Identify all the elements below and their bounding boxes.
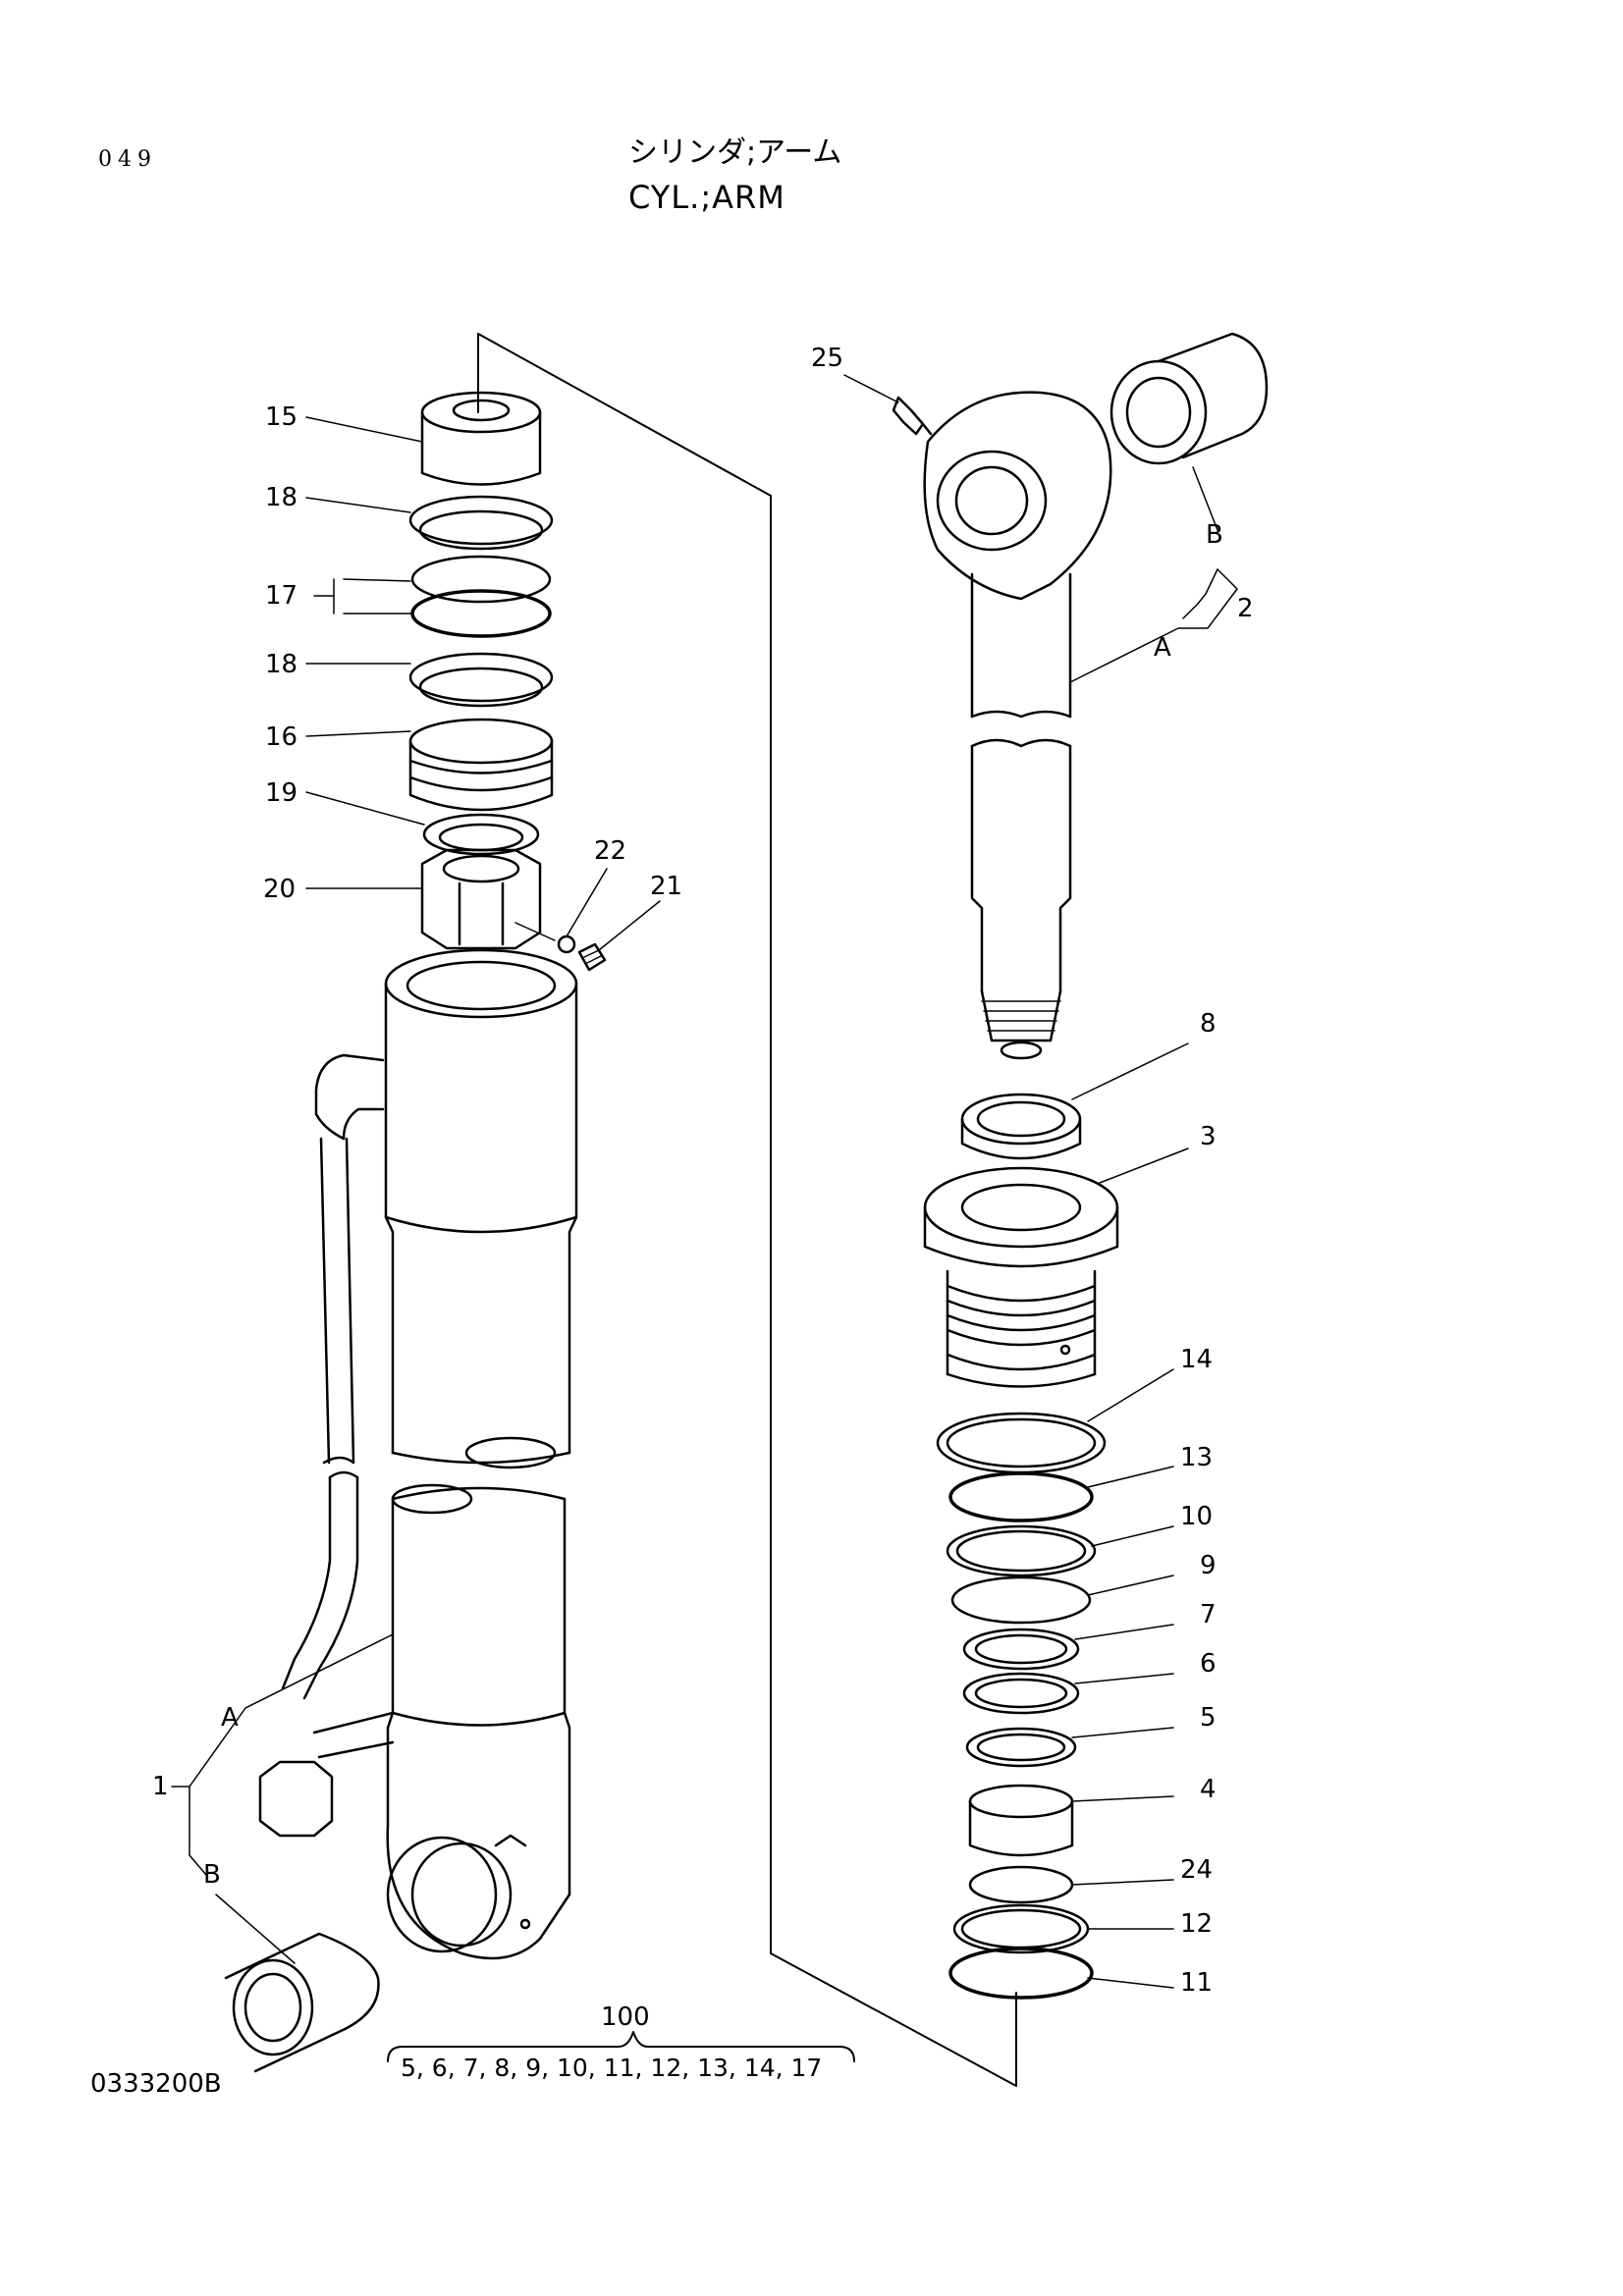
callout-4: 4: [1200, 1775, 1217, 1804]
ring-part-24: [970, 1867, 1072, 1902]
callout-22: 22: [594, 836, 627, 866]
callout-13: 13: [1180, 1443, 1214, 1472]
callout-18-lower: 18: [265, 650, 298, 679]
cylinder-tube: [386, 950, 576, 1958]
callout-3: 3: [1200, 1122, 1217, 1151]
grease-fitting-part-25: [893, 398, 931, 434]
callout-11: 11: [1180, 1968, 1214, 1998]
ring-part-18-upper: [410, 497, 552, 549]
callout-5: 5: [1200, 1703, 1217, 1733]
ring-part-11: [950, 1949, 1092, 1998]
bushing-1B: [226, 1934, 379, 2071]
ring-part-19: [424, 815, 538, 854]
drawing-number: 0333200B: [90, 2069, 222, 2099]
callout-8: 8: [1200, 1009, 1217, 1039]
callout-12: 12: [1180, 1909, 1214, 1939]
bushing-2B: [1111, 334, 1267, 463]
bushing-part-16: [410, 720, 552, 810]
rod-eye: [925, 393, 1111, 599]
ball-part-22: [515, 923, 574, 952]
ring-part-7: [964, 1629, 1078, 1669]
callout-20: 20: [263, 875, 297, 904]
ring-part-6: [964, 1674, 1078, 1713]
callout-14: 14: [1180, 1345, 1214, 1374]
ring-part-14: [938, 1414, 1105, 1472]
callout-2-B: B: [1206, 520, 1223, 550]
assembly-boundary-lines: [478, 334, 1016, 2086]
leader-lines: [172, 375, 1237, 1988]
bushing-part-4: [970, 1786, 1072, 1855]
piston-part-3: [925, 1168, 1117, 1387]
callout-1: 1: [152, 1772, 169, 1801]
callout-16: 16: [265, 722, 298, 752]
nut-part-20: [422, 850, 540, 948]
callout-25: 25: [811, 344, 844, 373]
ring-stack-lower: [950, 1867, 1092, 1998]
callout-2: 2: [1237, 594, 1254, 623]
page-number: 049: [98, 147, 157, 172]
title-english: CYL.;ARM: [628, 179, 785, 216]
ring-part-12: [954, 1905, 1088, 1952]
callout-9: 9: [1200, 1551, 1217, 1580]
callout-21: 21: [650, 872, 683, 901]
callout-19: 19: [265, 778, 298, 808]
kit-brace: [388, 2032, 854, 2061]
callout-7: 7: [1200, 1600, 1217, 1629]
callout-2-A: A: [1154, 633, 1171, 663]
callout-18-upper: 18: [265, 483, 298, 512]
set-screw-part-21: [579, 944, 605, 970]
ring-part-8: [962, 1095, 1080, 1158]
callout-1-B: B: [203, 1860, 221, 1890]
callout-10: 10: [1180, 1502, 1214, 1531]
kit-number: 100: [601, 2002, 650, 2032]
ring-part-9: [952, 1577, 1090, 1623]
callout-15: 15: [265, 402, 298, 432]
callout-24: 24: [1180, 1855, 1214, 1885]
title-japanese: シリンダ;アーム: [628, 135, 842, 170]
ring-part-10: [947, 1526, 1095, 1575]
ring-part-5: [967, 1729, 1075, 1766]
callout-1-A: A: [221, 1703, 239, 1733]
callout-6: 6: [1200, 1649, 1217, 1679]
ring-part-18-lower: [410, 654, 552, 706]
hydraulic-pipe: [260, 1055, 393, 1836]
callout-17: 17: [265, 581, 298, 611]
seal-ring-stack: [938, 1414, 1105, 1766]
kit-contents: 5, 6, 7, 8, 9, 10, 11, 12, 13, 14, 17: [401, 2054, 823, 2082]
piston-rod: [972, 574, 1070, 1058]
cap-part-15: [422, 393, 540, 485]
seal-part-17: [412, 557, 550, 636]
ring-part-13: [950, 1473, 1092, 1521]
